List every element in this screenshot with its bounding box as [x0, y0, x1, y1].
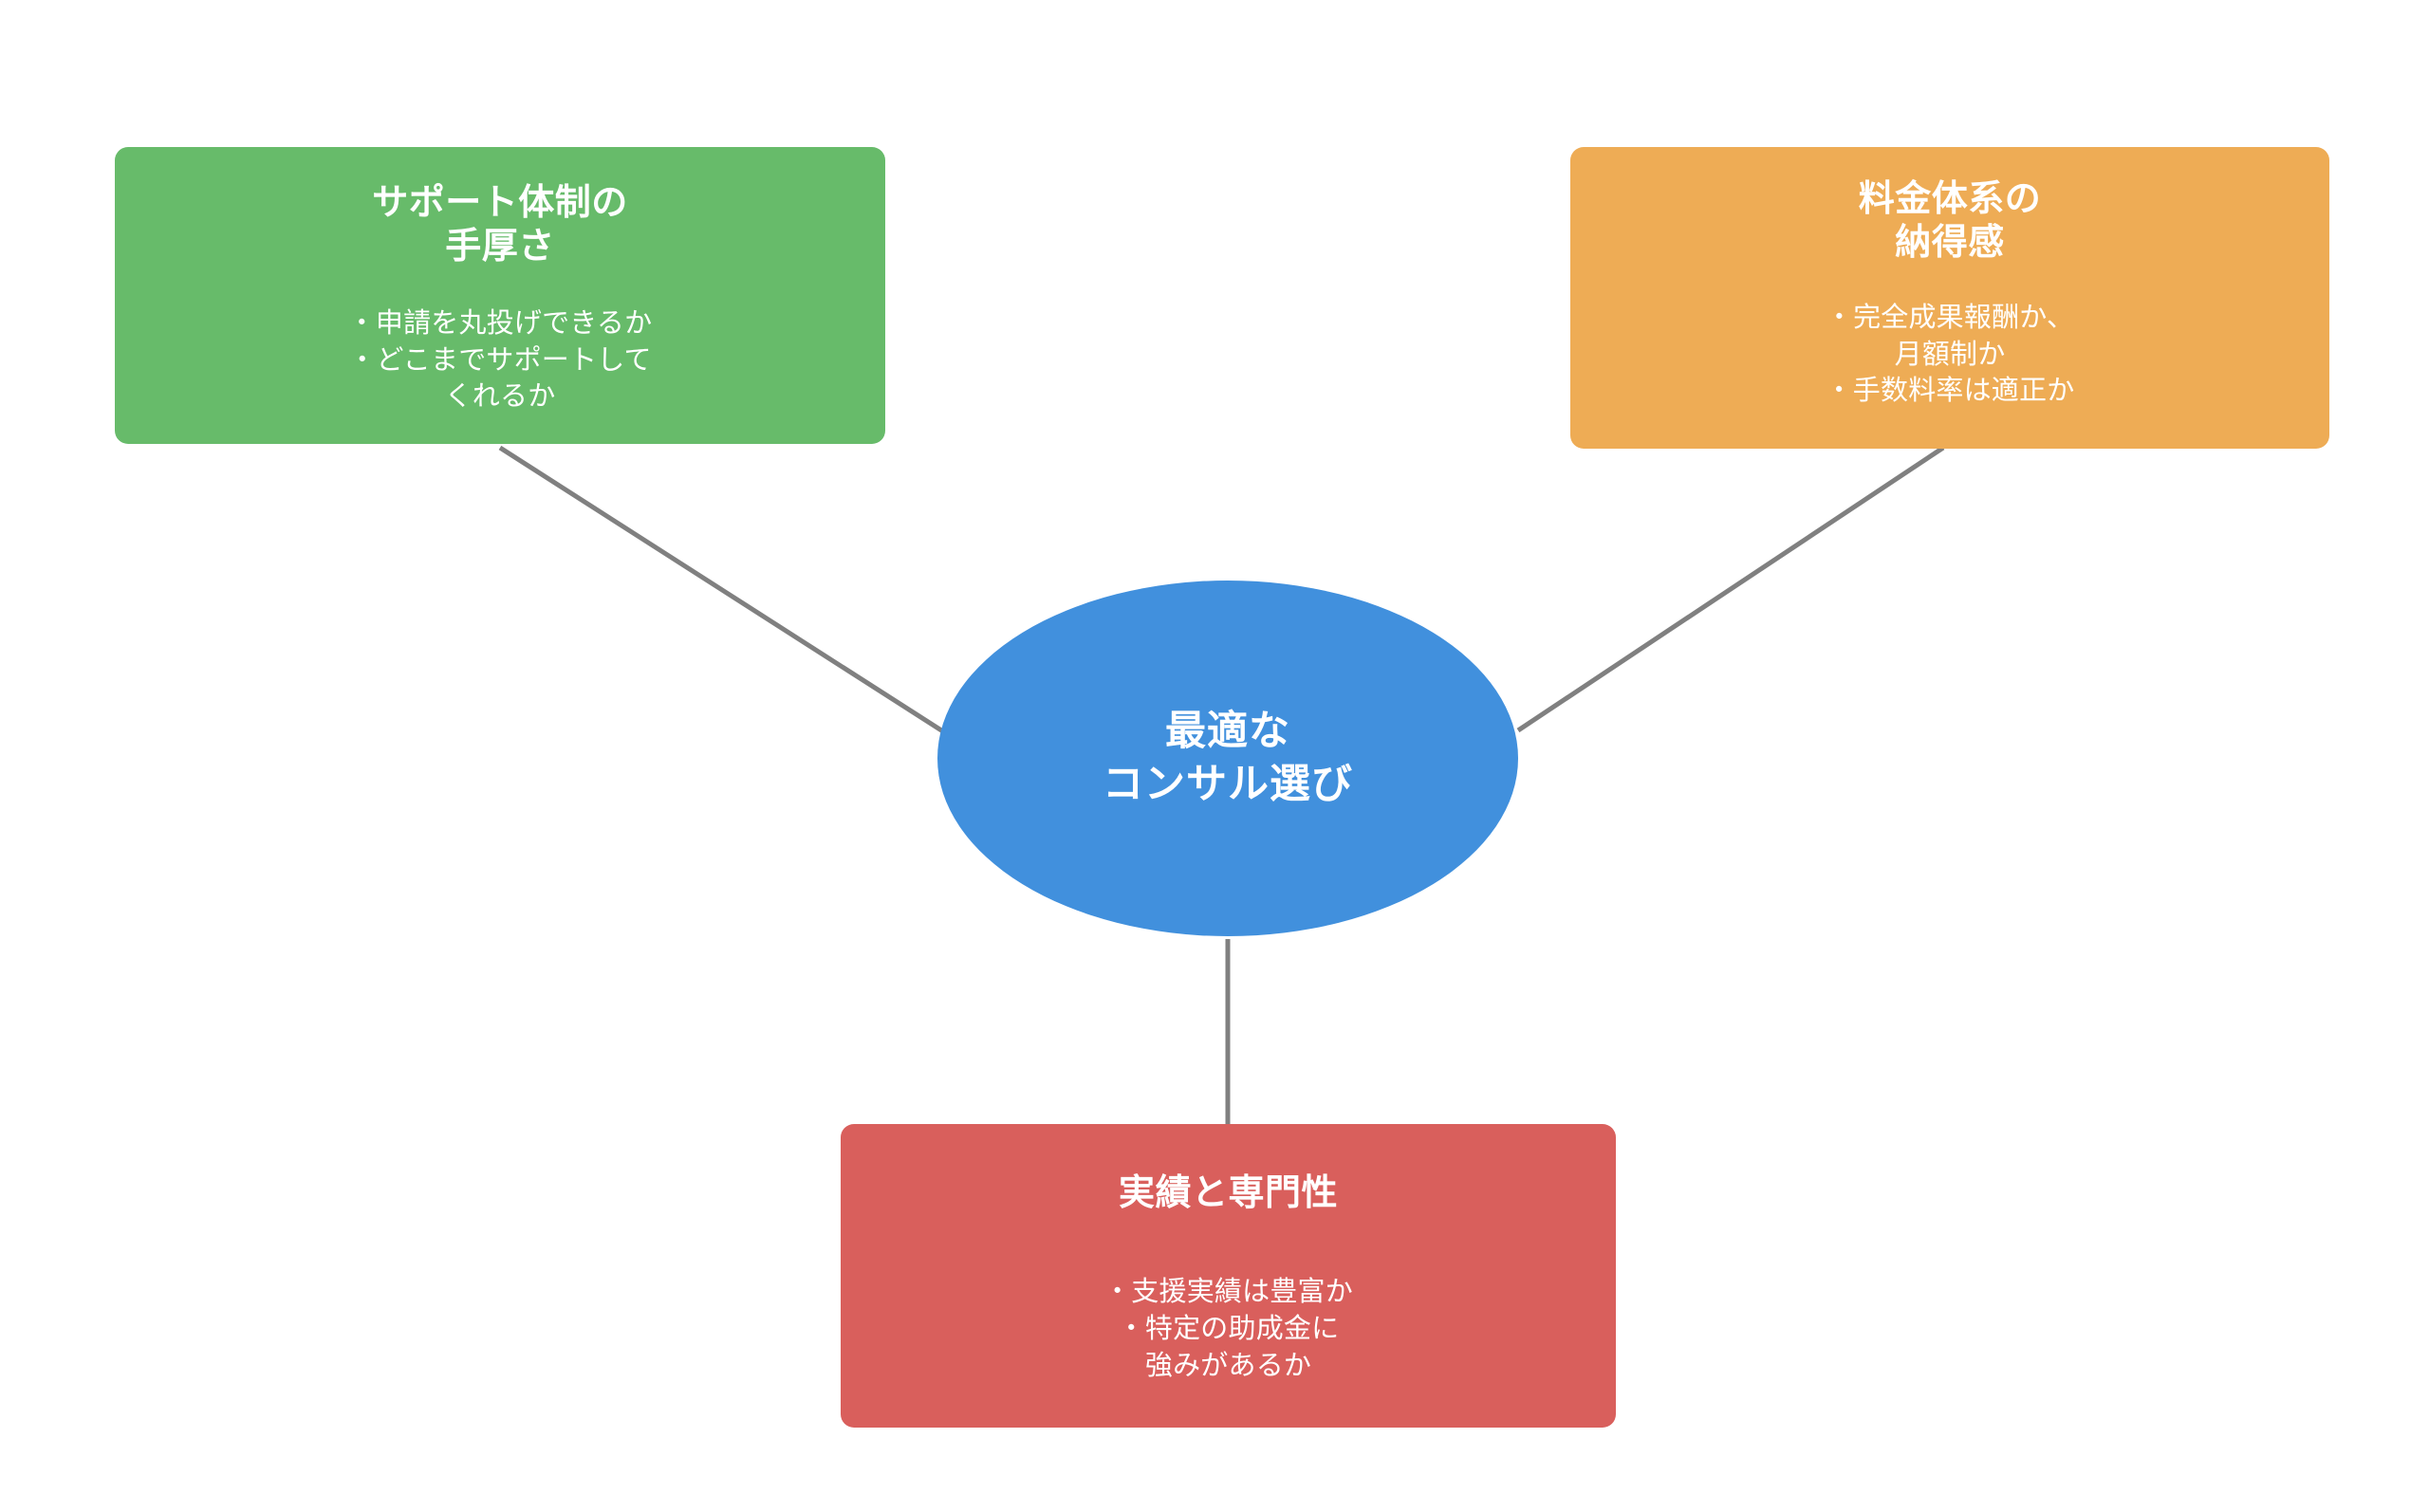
node-fee-structure[interactable]: 料金体系の 納得感 ・完全成果報酬か、 月額制か ・手数料率は適正か [1570, 147, 2329, 449]
node-fee-bullets: ・完全成果報酬か、 月額制か ・手数料率は適正か [1825, 302, 2075, 407]
node-support-system[interactable]: サポート体制の 手厚さ ・申請を丸投げできるか ・どこまでサポートして くれるか [115, 147, 885, 444]
center-topic-label: 最適な コンサル選び [1103, 708, 1353, 807]
node-record-title: 実績と専門性 [1118, 1173, 1338, 1213]
node-center-topic[interactable]: 最適な コンサル選び [937, 581, 1518, 936]
node-record-bullets: ・支援実績は豊富か ・特定の助成金に 強みがあるか [1103, 1277, 1353, 1382]
node-support-bullets: ・申請を丸投げできるか ・どこまでサポートして くれるか [347, 307, 653, 413]
node-fee-title: 料金体系の 納得感 [1858, 179, 2042, 264]
connector-fee-to-center [1516, 445, 1945, 733]
connector-support-to-center [498, 445, 951, 738]
node-support-title: サポート体制の 手厚さ [372, 183, 628, 267]
node-track-record[interactable]: 実績と専門性 ・支援実績は豊富か ・特定の助成金に 強みがあるか [841, 1124, 1616, 1428]
